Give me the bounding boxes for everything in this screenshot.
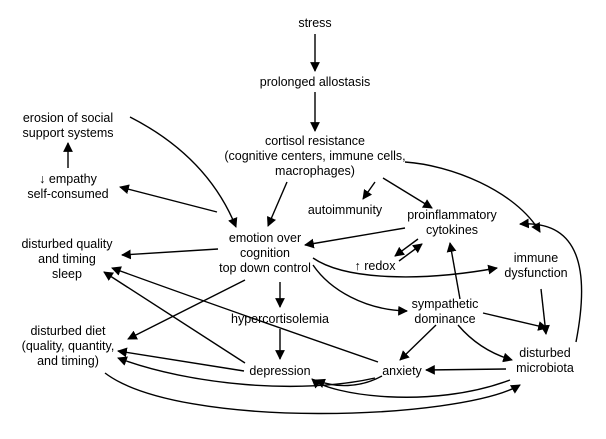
arrow-anxiety-to-sleep [111,266,379,363]
arrow-cortisol-to-proinflam [382,177,433,209]
node-immune-dysfunction: immune dysfunction [504,251,567,281]
node-anxiety: anxiety [382,364,422,379]
node-cortisol-line-2: (cognitive centers, immune cells, [224,149,406,163]
arrow-proinflam-to-emotion [304,227,406,249]
node-proinflammatory-cytokines: proinflammatory cytokines [407,208,497,238]
arrow-sympathetic-to-anxiety [399,324,437,361]
node-immune-line-2: dysfunction [504,266,568,280]
arrow-anxiety-to-depression [315,375,383,388]
node-empathy-line-1: ↓ empathy [39,172,97,186]
node-cortisol-line-1: cortisol resistance [264,134,366,148]
arrow-microbiota-to-proinflam [519,218,583,343]
arrow-depression-to-sleep [103,271,246,364]
node-allostasis: prolonged allostasis [260,75,371,90]
arrow-emotion-to-immune [312,257,498,278]
node-autoimmunity-line: autoimmunity [307,203,383,217]
node-social-line-1: erosion of social [22,111,114,125]
node-sympathetic-dominance: sympathetic dominance [412,297,479,327]
arrow-anxiety-to-diet [117,356,376,388]
node-social-support: erosion of social support systems [22,111,113,141]
node-disturbed-microbiota: disturbed microbiota [516,346,574,376]
node-anxiety-line: anxiety [382,364,422,378]
node-proinflam-line-1: proinflammatory [407,208,497,222]
arrow-microbiota-to-depression [311,378,511,398]
node-empathy: ↓ empathy self-consumed [27,172,108,202]
node-sleep-line-3: sleep [52,267,82,281]
node-allostasis-line: prolonged allostasis [259,75,371,89]
node-sleep-line-2: and timing [38,252,96,266]
node-sympathetic-line-1: sympathetic [411,297,479,311]
node-depression-line: depression [249,364,311,378]
node-emotion-line-2: cognition [239,246,291,260]
node-emotion-line-1: emotion over [228,231,302,245]
arrow-sympathetic-to-microbiota-curve [457,324,513,363]
node-stress: stress [298,16,331,31]
arrow-microbiota-to-anxiety [425,364,507,375]
node-emotion-line-3: top down control [219,261,311,275]
node-empathy-line-2: self-consumed [27,187,109,201]
node-autoimmunity: autoimmunity [308,203,382,218]
node-microbiota-line-2: microbiota [516,361,574,375]
node-social-line-2: support systems [22,126,114,140]
node-sleep-line-1: disturbed quality [21,237,113,251]
arrow-cortisol-to-autoimmunity [362,181,376,200]
node-immune-line-1: immune [513,251,559,265]
node-microbiota-line-1: disturbed [519,346,571,360]
node-redox: ↑ redox [355,259,396,274]
node-cortisol-resistance: cortisol resistance (cognitive centers, … [224,134,405,179]
node-hypercortisolemia: hypercortisolemia [231,312,329,327]
arrow-emotion-to-sympathetic [312,264,408,316]
arrow-diet-to-microbiota [104,372,521,415]
node-disturbed-diet: disturbed diet (quality, quantity, and t… [22,324,115,369]
node-diet-line-1: disturbed diet [30,324,106,338]
node-disturbed-sleep: disturbed quality and timing sleep [21,237,112,282]
node-depression: depression [249,364,310,379]
arrow-emotion-to-sleep [121,248,219,260]
node-stress-line: stress [298,16,332,30]
arrow-sympathetic-to-microbiota [482,312,548,331]
arrow-cortisol-to-emotion [266,181,288,227]
arrow-sympathetic-to-proinflam [446,242,461,300]
node-hypercort-line: hypercortisolemia [231,312,329,326]
arrow-cortisol-to-immune [404,161,541,233]
arrow-immune-to-microbiota [540,288,550,335]
node-proinflam-line-2: cytokines [425,223,479,237]
node-diet-line-2: (quality, quantity, [21,339,115,353]
arrow-social-to-emotion [129,116,238,228]
arrow-redox-to-proinflam [398,243,423,262]
arrow-emotion-to-diet [127,279,246,340]
node-emotion-over-cognition: emotion over cognition top down control [219,231,311,276]
arrow-depression-to-diet [117,347,245,372]
node-diet-line-3: and timing) [37,354,99,368]
arrow-emotion-to-empathy [119,184,218,213]
node-cortisol-line-3: macrophages) [275,164,355,178]
node-redox-line: ↑ redox [354,259,396,273]
arrow-proinflam-to-redox [394,238,419,257]
node-sympathetic-line-2: dominance [414,312,476,326]
